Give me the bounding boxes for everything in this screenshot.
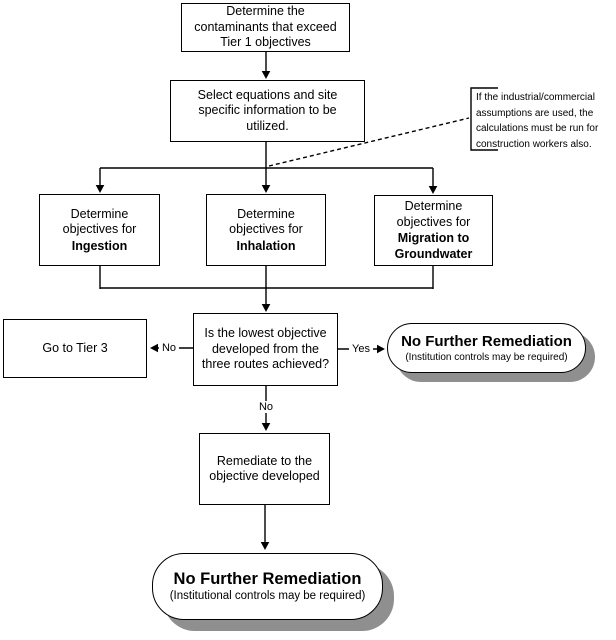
terminator-subtitle: (Institution controls may be required) (405, 351, 568, 363)
route-emphasis: Ingestion (71, 238, 128, 253)
arrowhead-right-icon (377, 344, 385, 354)
arrowhead-down-icon (260, 542, 270, 550)
terminator-no-further-remediation-top: No Further Remediation (Institution cont… (387, 323, 586, 373)
process-objectives-inhalation: Determine objectives for Inhalation (206, 194, 326, 266)
route-label: Determine objectives for (62, 206, 137, 237)
process-remediate-objective: Remediate to the objective developed (199, 433, 330, 505)
arrowhead-left-icon (150, 343, 158, 353)
process-objectives-ingestion: Determine objectives for Ingestion (39, 194, 160, 266)
arrowhead-down-icon (428, 186, 438, 194)
edge-label-no-down: No (255, 401, 277, 413)
terminator-title: No Further Remediation (401, 332, 572, 350)
terminator-title: No Further Remediation (173, 570, 362, 588)
annotation-construction-workers: If the industrial/commercial assumptions… (476, 92, 599, 150)
process-select-equations: Select equations and site specific infor… (170, 80, 365, 142)
arrowhead-down-icon (261, 423, 271, 431)
route-label: Determine objectives for (396, 199, 471, 229)
route-emphasis: Migration to Groundwater (394, 231, 473, 261)
arrowhead-down-icon (261, 185, 271, 193)
arrowhead-down-icon (261, 71, 271, 79)
route-label: Determine objectives for (229, 206, 303, 237)
arrowhead-down-icon (95, 185, 105, 193)
process-go-to-tier3: Go to Tier 3 (3, 319, 147, 378)
edge-label-yes-right: Yes (349, 343, 373, 355)
terminator-no-further-remediation-end: No Further Remediation (Institutional co… (152, 553, 383, 620)
process-determine-contaminants: Determine the contaminants that exceed T… (181, 3, 350, 52)
terminator-subtitle: (Institutional controls may be required) (169, 590, 366, 602)
edge-label-no-left: No (158, 342, 180, 354)
decision-lowest-objective-achieved: Is the lowest objective developed from t… (193, 313, 338, 386)
arrowhead-down-icon (261, 304, 271, 312)
process-objectives-migration: Determine objectives for Migration to Gr… (374, 195, 493, 266)
route-emphasis: Inhalation (236, 238, 296, 253)
